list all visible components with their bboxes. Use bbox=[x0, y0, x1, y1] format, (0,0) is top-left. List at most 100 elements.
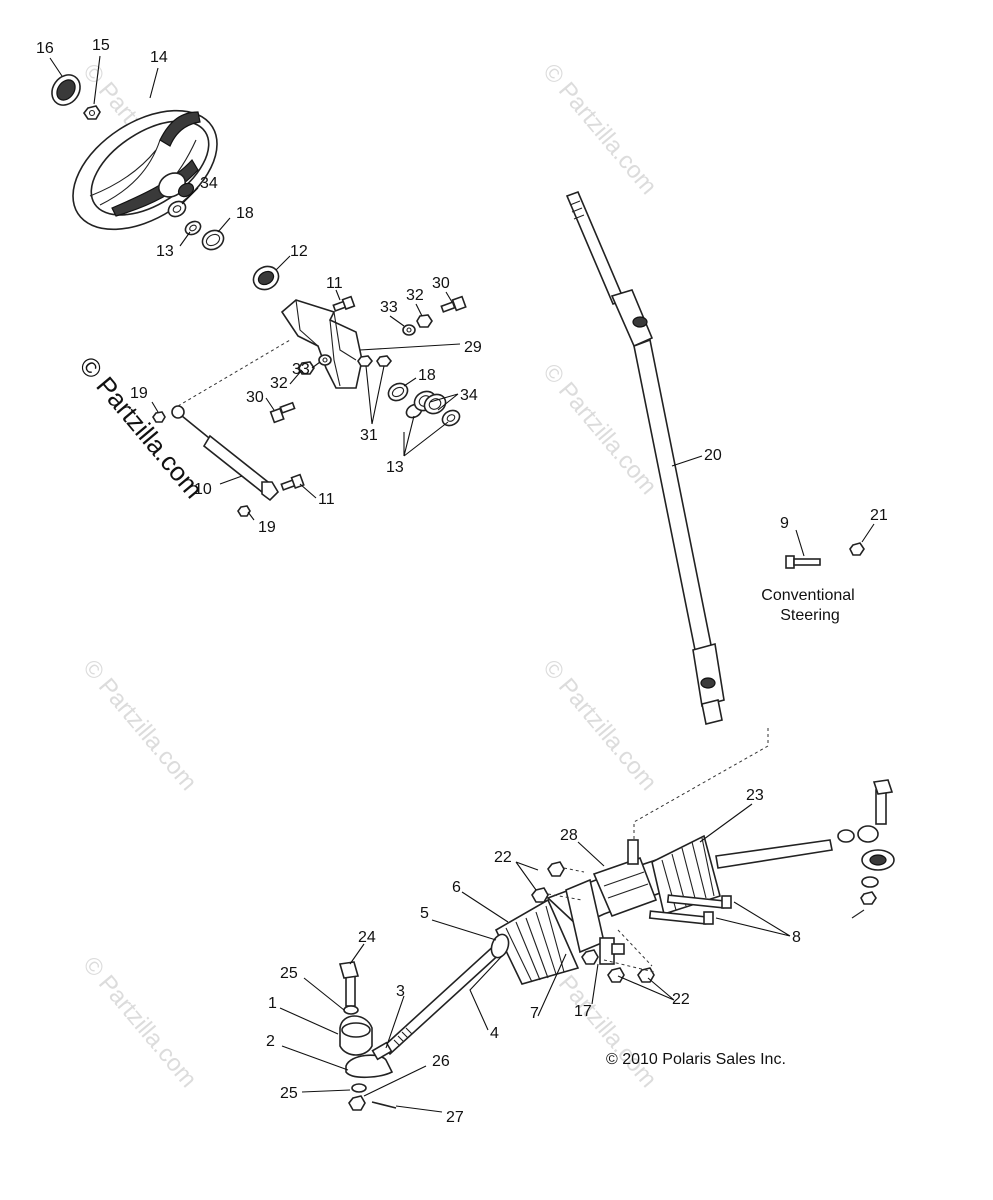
u-joint-upper-cap bbox=[632, 316, 648, 328]
callout-34-upper: 34 bbox=[200, 175, 218, 192]
callout-30-lower: 30 bbox=[246, 389, 264, 406]
mount-bolts-8 bbox=[648, 894, 732, 925]
callout-10: 10 bbox=[194, 481, 212, 498]
callout-13-lower: 13 bbox=[386, 459, 404, 476]
nut-22-e bbox=[637, 967, 655, 983]
watermark: © Partzilla.com bbox=[77, 952, 202, 1093]
callout-25-upper: 25 bbox=[280, 965, 298, 982]
nut-22-d bbox=[607, 967, 625, 983]
tie-rod-end-right bbox=[837, 779, 895, 919]
callout-12: 12 bbox=[290, 243, 308, 260]
nut-21 bbox=[849, 542, 865, 556]
u-joint-lower bbox=[692, 642, 725, 708]
callout-labels: 16 15 14 34 18 13 12 11 33 32 30 29 19 3… bbox=[36, 37, 888, 1126]
nut-32-upper bbox=[416, 314, 433, 328]
steering-rack-group bbox=[338, 779, 895, 1111]
callout-14: 14 bbox=[150, 49, 168, 66]
callout-9: 9 bbox=[780, 515, 789, 532]
callout-33-upper: 33 bbox=[380, 299, 398, 316]
steering-wheel bbox=[72, 109, 218, 231]
tie-rod-end-left bbox=[338, 961, 394, 1111]
strut-alignment-line bbox=[177, 339, 291, 407]
steering-wheel-group bbox=[51, 74, 280, 291]
copyright-notice: © 2010 Polaris Sales Inc. bbox=[606, 1051, 786, 1068]
washer-34-upper bbox=[167, 200, 187, 218]
nut-31b bbox=[376, 355, 393, 367]
washer-13-upper-hole bbox=[189, 224, 197, 232]
spacer-18-upper-inner bbox=[205, 233, 221, 247]
callout-29: 29 bbox=[464, 339, 482, 356]
callout-4: 4 bbox=[490, 1025, 499, 1042]
callout-2: 2 bbox=[266, 1033, 275, 1050]
watermark: © Partzilla.com bbox=[537, 59, 662, 200]
callout-21: 21 bbox=[870, 507, 888, 524]
nut-19-upper bbox=[152, 411, 166, 423]
callout-17: 17 bbox=[574, 1003, 592, 1020]
washer-33-lower bbox=[318, 354, 332, 366]
tie-rod-left-thread bbox=[393, 1027, 413, 1047]
watermark-prominent: © Partzilla.com bbox=[73, 351, 209, 504]
conventional-steering-label-line2: Steering bbox=[780, 607, 840, 624]
nut-22-c bbox=[581, 949, 599, 965]
callout-11-upper: 11 bbox=[326, 275, 343, 292]
conventional-steering-parts bbox=[785, 542, 865, 569]
column-bracket-group bbox=[152, 295, 467, 517]
wheel-nut bbox=[83, 105, 101, 120]
callout-34-lower: 34 bbox=[460, 387, 478, 404]
nut-22-a bbox=[547, 861, 565, 877]
washer-34-upper-hole bbox=[172, 205, 182, 213]
washer-13-lower-b bbox=[441, 409, 461, 427]
callout-15: 15 bbox=[92, 37, 110, 54]
bolt-30-lower bbox=[269, 401, 296, 424]
bolt-30-upper bbox=[440, 295, 467, 313]
nut-22-lower-line bbox=[603, 929, 655, 973]
leader-lines bbox=[49, 55, 875, 1113]
callout-32-upper: 32 bbox=[406, 287, 424, 304]
nut-32-lower bbox=[298, 361, 315, 375]
callout-13-upper: 13 bbox=[156, 243, 174, 260]
bolt-11-upper bbox=[332, 295, 356, 312]
callout-1: 1 bbox=[268, 995, 277, 1012]
callout-22-lower: 22 bbox=[672, 991, 690, 1008]
callout-18-lower: 18 bbox=[418, 367, 436, 384]
callout-8: 8 bbox=[792, 929, 801, 946]
notes: Conventional Steering © 2010 Polaris Sal… bbox=[606, 587, 855, 1068]
callout-23: 23 bbox=[746, 787, 764, 804]
conventional-steering-label-line1: Conventional bbox=[761, 587, 854, 604]
bushing-12 bbox=[252, 265, 280, 291]
callout-31: 31 bbox=[360, 427, 378, 444]
nut-22-b bbox=[531, 887, 549, 903]
washer-34-lower-b-hole bbox=[428, 398, 442, 410]
bolt-11-lower bbox=[280, 473, 305, 491]
intermediate-shaft-tube bbox=[633, 338, 713, 657]
callout-26: 26 bbox=[432, 1053, 450, 1070]
callout-6: 6 bbox=[452, 879, 461, 896]
pinion-housing bbox=[592, 839, 658, 918]
callout-33-lower: 33 bbox=[292, 361, 310, 378]
washer-33-lower-hole bbox=[322, 357, 328, 363]
watermark: © Partzilla.com bbox=[77, 655, 202, 796]
callout-5: 5 bbox=[420, 905, 429, 922]
tie-rod-right bbox=[715, 839, 833, 869]
shaft-to-rack-line bbox=[633, 728, 769, 846]
callout-16: 16 bbox=[36, 40, 54, 57]
watermark: © Partzilla.com bbox=[537, 655, 662, 796]
callout-25-lower: 25 bbox=[280, 1085, 298, 1102]
callout-3: 3 bbox=[396, 983, 405, 1000]
column-bracket-detail bbox=[295, 299, 357, 387]
nut-31a bbox=[357, 355, 374, 367]
gas-strut-10 bbox=[171, 405, 280, 502]
callout-28: 28 bbox=[560, 827, 578, 844]
spacer-18-lower-inner bbox=[391, 386, 405, 398]
callout-30-upper: 30 bbox=[432, 275, 450, 292]
intermediate-shaft-upper bbox=[565, 190, 626, 306]
callout-27: 27 bbox=[446, 1109, 464, 1126]
cotter-pin-27 bbox=[371, 1101, 397, 1109]
steering-shaft-group bbox=[565, 190, 769, 846]
washer-13-upper bbox=[184, 220, 202, 236]
wheel-emblem bbox=[51, 74, 81, 106]
washer-13-lower-b-hole bbox=[446, 414, 456, 422]
callout-7: 7 bbox=[530, 1005, 539, 1022]
spacer-18-upper bbox=[201, 229, 225, 251]
